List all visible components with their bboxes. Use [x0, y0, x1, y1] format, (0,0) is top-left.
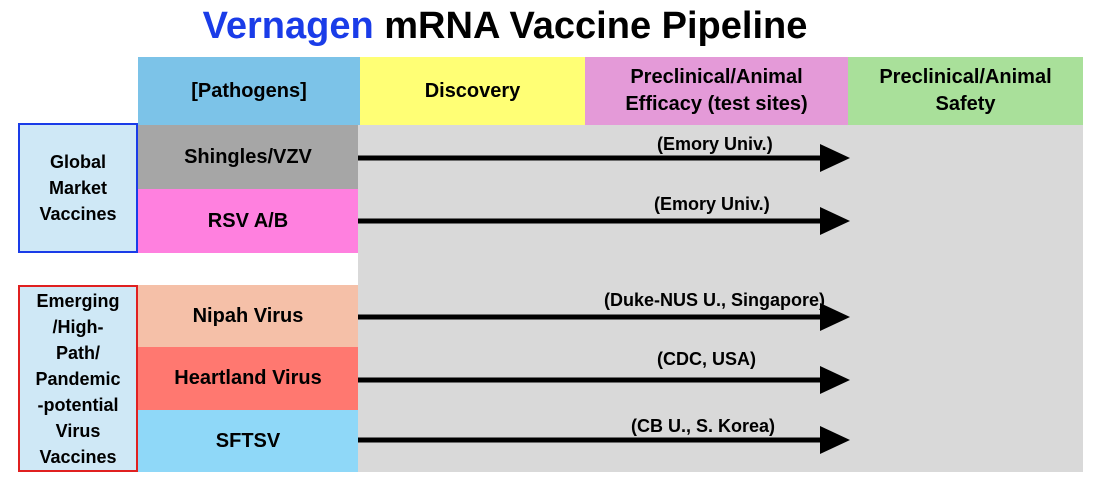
pathogen-cell-heartland: Heartland Virus: [138, 347, 358, 410]
header-efficacy-line2: Efficacy (test sites): [625, 93, 808, 115]
title-text: mRNA Vaccine Pipeline: [384, 5, 808, 47]
arrow-sftsv: [358, 426, 850, 454]
group-emerging-line: /High-: [52, 316, 104, 337]
header-safety: Preclinical/Animal Safety: [848, 57, 1083, 125]
header-pathogens: [Pathogens]: [138, 57, 360, 125]
test-site-label: (Duke-NUS U., Singapore): [604, 290, 826, 310]
group-emerging-line: Virus: [55, 420, 101, 441]
pathogen-cell-rsv: RSV A/B: [138, 189, 358, 253]
arrow-rsv: [358, 207, 850, 235]
pathogen-cell-sftsv: SFTSV: [138, 410, 358, 472]
pathogen-name: Nipah Virus: [192, 304, 304, 327]
test-site-label: (CDC, USA): [657, 349, 756, 369]
test-site-label: (CB U., S. Korea): [631, 416, 776, 436]
pathogen-cell-shingles: Shingles/VZV: [138, 125, 358, 189]
header-efficacy: Preclinical/Animal Efficacy (test sites): [585, 57, 848, 125]
arrow-heartland: [358, 366, 850, 394]
arrow-shingles: [358, 144, 850, 172]
group-global-market: Global Market Vaccines: [18, 123, 138, 253]
test-site-label: (Emory Univ.): [654, 194, 770, 214]
pathogen-cell-nipah: Nipah Virus: [138, 285, 358, 347]
header-discovery-label: Discovery: [424, 79, 521, 102]
title-brand: Vernagen: [202, 5, 374, 47]
pathogen-name: Shingles/VZV: [184, 145, 312, 168]
pathogen-name: SFTSV: [215, 429, 281, 452]
group-emerging-line: Emerging: [36, 290, 120, 311]
group-emerging-line: -potential: [37, 394, 119, 415]
group-global-line: Global: [49, 152, 106, 172]
header-discovery: Discovery: [360, 57, 585, 125]
header-safety-line1: Preclinical/Animal: [879, 66, 1052, 88]
group-global-line: Vaccines: [39, 204, 117, 224]
header-efficacy-line1: Preclinical/Animal: [630, 66, 803, 88]
group-emerging-line: Vaccines: [39, 446, 117, 467]
group-emerging-line: Pandemic: [35, 368, 121, 389]
pathogen-name: RSV A/B: [207, 209, 289, 232]
pipeline-area: [358, 125, 1083, 472]
page-title: Vernagen mRNA Vaccine Pipeline: [0, 2, 1010, 50]
group-emerging-line: Path/: [55, 342, 100, 363]
header-pathogens-label: [Pathogens]: [191, 79, 307, 102]
arrow-nipah: [358, 303, 850, 331]
test-site-label: (Emory Univ.): [657, 134, 773, 154]
group-emerging: Emerging /High- Path/ Pandemic -potentia…: [18, 285, 138, 472]
group-global-line: Market: [48, 178, 108, 198]
pathogen-name: Heartland Virus: [174, 367, 322, 389]
header-safety-line2: Safety: [935, 93, 996, 115]
